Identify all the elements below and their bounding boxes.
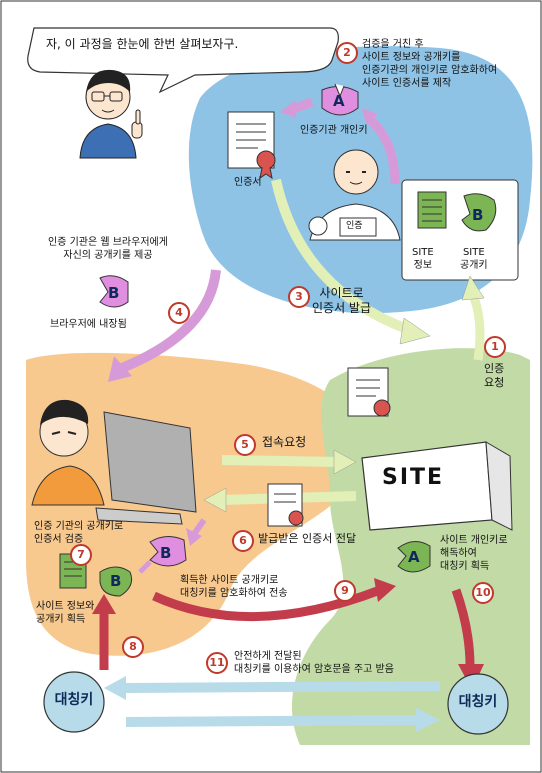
site-public-key-label: SITE 공개키 xyxy=(460,247,488,271)
site-sign: SITE xyxy=(382,465,445,490)
step-4-text: 인증 기관은 웹 브라우저에게 자신의 공개키를 제공 xyxy=(48,237,168,261)
site-private-key-letter: A xyxy=(408,548,420,566)
arrow-step3 xyxy=(271,178,412,335)
arrow-key-to-info xyxy=(138,560,152,574)
step-3-badge: 3 xyxy=(288,286,310,308)
step-9-badge: 9 xyxy=(334,580,356,602)
site-info-key-text: 사이트 정보와 공개키 획득 xyxy=(36,601,95,625)
certificate-drawing xyxy=(227,111,276,180)
step-5-badge: 5 xyxy=(234,434,256,456)
step-6-text: 발급받은 인증서 전달 xyxy=(258,532,357,545)
step-3-text: 사이트로 인증서 발급 xyxy=(312,286,372,315)
arrow-step7 xyxy=(191,518,207,536)
browser-user-drawing xyxy=(31,399,105,506)
ca-public-key-letter: B xyxy=(108,284,120,302)
transferred-certificate-drawing xyxy=(267,483,304,527)
step-10-text: 사이트 개인키로 해독하여 대칭키 획득 xyxy=(440,535,508,572)
browser-site-key-letter: B xyxy=(110,572,122,590)
step-7-text: 인증 기관의 공개키로 인증서 검증 xyxy=(34,521,124,545)
arrow-step10 xyxy=(451,588,475,667)
ca-private-key-drawing xyxy=(321,83,359,116)
certificate-label: 인증서 xyxy=(234,177,262,188)
arrow-step4 xyxy=(120,269,221,373)
ca-badge-label: 인증 xyxy=(346,221,363,231)
step-5-text: 접속요청 xyxy=(262,435,307,449)
site-symmetric-key-circle xyxy=(447,673,509,735)
step-7-badge: 7 xyxy=(70,544,92,566)
browser-key-b-pink xyxy=(149,536,187,567)
arrow-step5 xyxy=(221,455,339,467)
step-10-badge: 10 xyxy=(472,582,494,604)
site-symmetric-key-label: 대칭키 xyxy=(458,694,498,710)
ca-private-key-label: 인증기관 개인키 xyxy=(300,125,368,136)
step-1-text: 인증 요청 xyxy=(484,362,505,389)
step-2-text: 검증을 거친 후 사이트 정보와 공개키를 인증기관의 개인키로 암호화하여 사… xyxy=(362,39,498,89)
site-info-label: SITE 정보 xyxy=(412,247,434,271)
browser-symmetric-key-circle xyxy=(43,671,105,733)
site-certificate-drawing xyxy=(347,367,391,417)
speech-bubble xyxy=(27,27,339,94)
arrow-step11-right xyxy=(125,715,421,727)
narrator-illustration xyxy=(79,69,143,159)
site-private-key-drawing xyxy=(397,541,431,573)
ca-public-key-drawing xyxy=(99,275,129,308)
browser-symmetric-key-label: 대칭키 xyxy=(54,692,94,708)
site-server-drawing xyxy=(361,441,513,531)
step-8-badge: 8 xyxy=(122,636,144,658)
site-info-box-drawing xyxy=(401,179,519,281)
arrow-step11-left xyxy=(121,681,441,693)
step-9-text: 획득한 사이트 공개키로 대칭키를 암호화하여 전송 xyxy=(180,575,288,599)
step-4-badge: 4 xyxy=(168,302,190,324)
site-key-letter: B xyxy=(472,206,484,224)
monitor-drawing xyxy=(95,411,197,525)
step-11-badge: 11 xyxy=(206,652,228,674)
ca-clerk-drawing xyxy=(308,149,401,241)
step-2-badge: 2 xyxy=(336,42,358,64)
step-6-badge: 6 xyxy=(232,530,254,552)
step-11-text: 안전하게 전달된 대칭키를 이용하여 암호문을 주고 받음 xyxy=(234,651,394,675)
step-1-badge: 1 xyxy=(484,336,506,358)
ca-key-letter: A xyxy=(333,92,345,110)
browser-key-b-letter: B xyxy=(160,544,172,562)
speech-text: 자, 이 과정을 한눈에 한번 살펴보자구. xyxy=(46,37,239,51)
browser-builtin-label: 브라우저에 내장됨 xyxy=(50,319,127,330)
